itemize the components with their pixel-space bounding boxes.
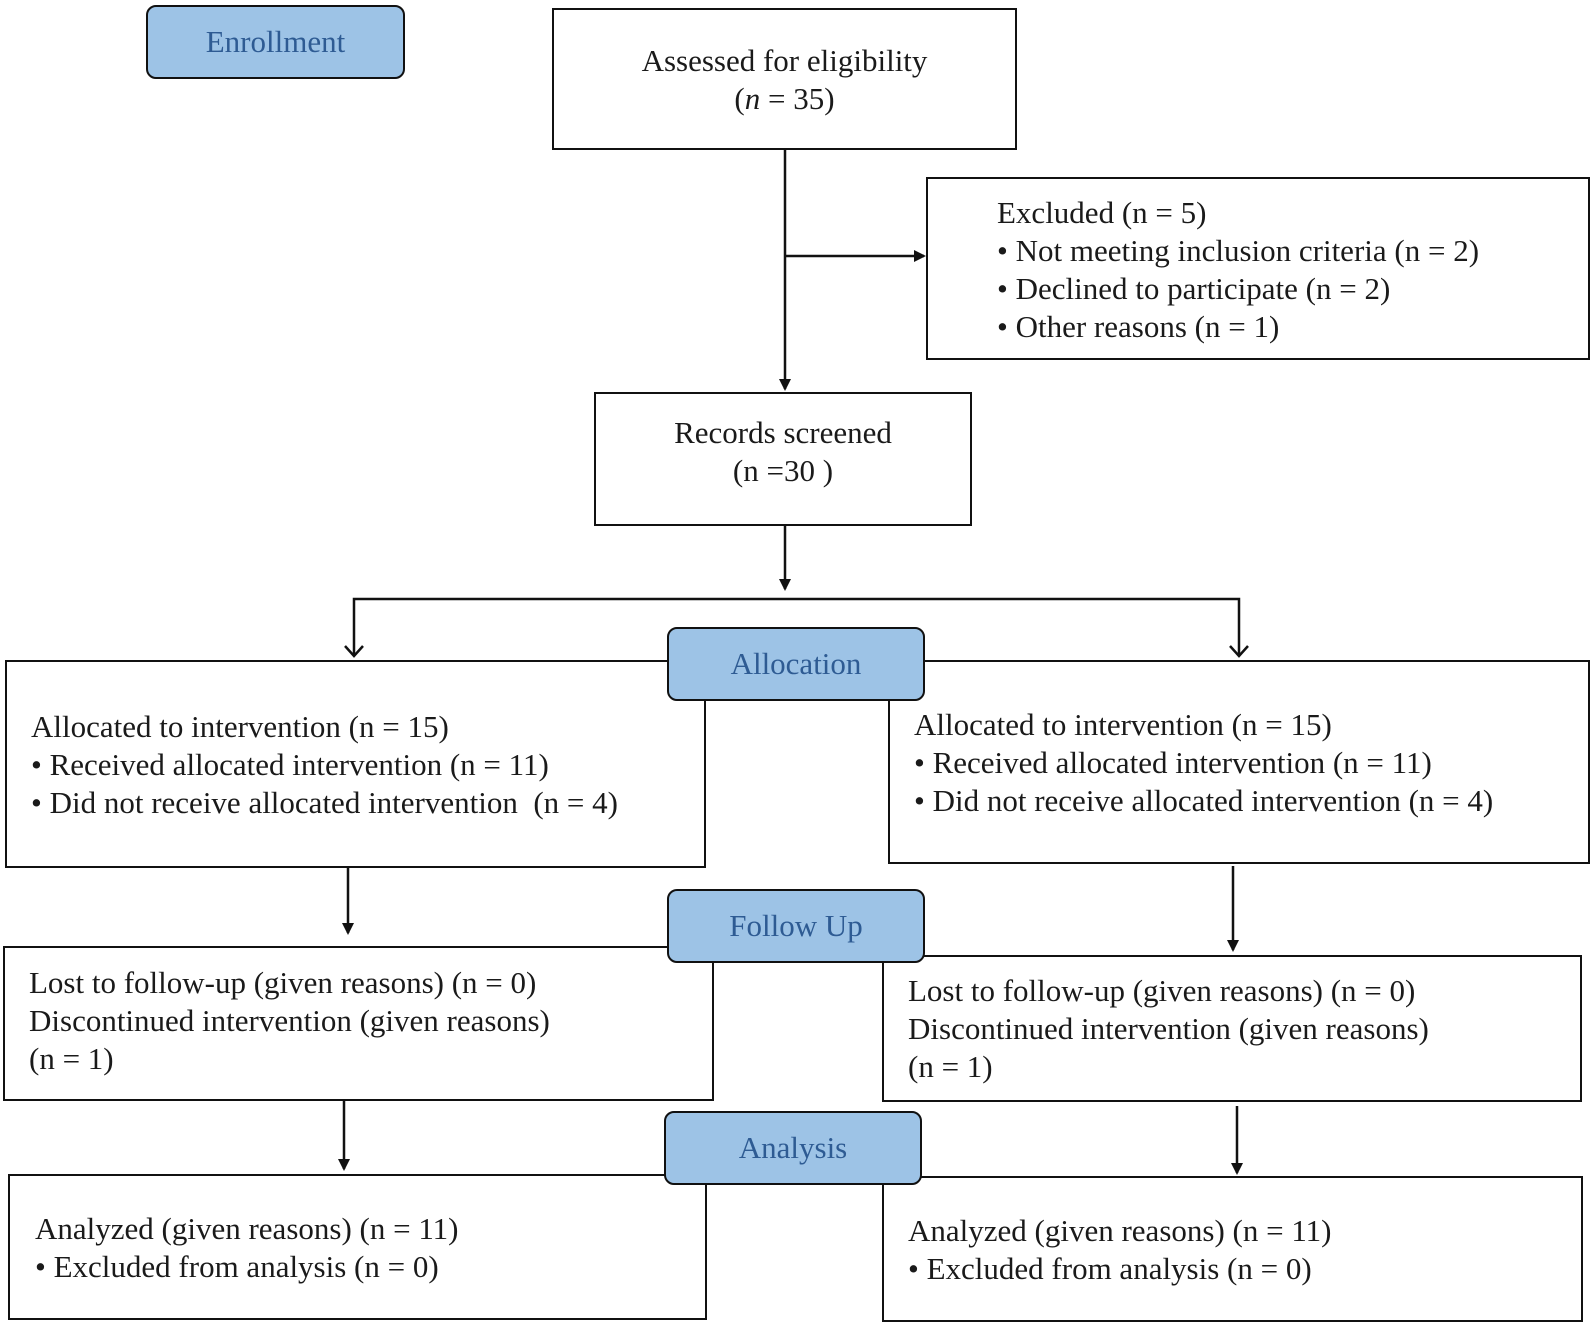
- assessed-n-value: = 35): [760, 81, 835, 116]
- stage-follow-up: Follow Up: [667, 889, 925, 963]
- left-followup-box: Lost to follow-up (given reasons) (n = 0…: [3, 946, 714, 1101]
- assessed-title: Assessed for eligibility: [641, 43, 928, 78]
- allocation-split-right: [785, 597, 1249, 658]
- excluded-box: Excluded (n = 5) • Not meeting inclusion…: [926, 177, 1590, 360]
- left-followup-line: Discontinued intervention (given reasons…: [29, 1003, 550, 1038]
- excluded-item: • Not meeting inclusion criteria (n = 2): [997, 233, 1480, 268]
- assessed-n-symbol: n: [744, 81, 761, 116]
- left-allocated-title: Allocated to intervention (n = 15): [31, 709, 449, 744]
- screened-title: Records screened: [674, 415, 892, 450]
- right-allocated-item: • Received allocated intervention (n = 1…: [914, 745, 1432, 780]
- assessed-box: Assessed for eligibility (n = 35): [552, 8, 1017, 150]
- left-analysis-box: Analyzed (given reasons) (n = 11) • Excl…: [8, 1174, 707, 1320]
- left-analysis-title: Analyzed (given reasons) (n = 11): [35, 1211, 459, 1246]
- allocation-split-left: [344, 597, 785, 658]
- stage-allocation: Allocation: [667, 627, 925, 701]
- assessed-count: (n = 35): [554, 80, 1015, 118]
- left-analysis-item: • Excluded from analysis (n = 0): [35, 1249, 439, 1284]
- left-allocated-item: • Did not receive allocated intervention…: [31, 785, 618, 820]
- stage-analysis: Analysis: [664, 1111, 922, 1185]
- right-analysis-item: • Excluded from analysis (n = 0): [908, 1251, 1312, 1286]
- stage-enrollment: Enrollment: [146, 5, 405, 79]
- right-analysis-box: Analyzed (given reasons) (n = 11) • Excl…: [882, 1176, 1583, 1322]
- right-analysis-title: Analyzed (given reasons) (n = 11): [908, 1213, 1332, 1248]
- left-followup-line: (n = 1): [29, 1041, 114, 1076]
- left-allocated-box: Allocated to intervention (n = 15) • Rec…: [5, 660, 706, 868]
- right-followup-line: Discontinued intervention (given reasons…: [908, 1011, 1429, 1046]
- right-followup-box: Lost to follow-up (given reasons) (n = 0…: [882, 955, 1582, 1102]
- right-followup-line: Lost to follow-up (given reasons) (n = 0…: [908, 973, 1416, 1008]
- right-followup-line: (n = 1): [908, 1049, 993, 1084]
- assessed-open-paren: (: [734, 81, 745, 116]
- right-allocated-box: Allocated to intervention (n = 15) • Rec…: [888, 660, 1590, 864]
- left-followup-line: Lost to follow-up (given reasons) (n = 0…: [29, 965, 537, 1000]
- right-allocated-item: • Did not receive allocated intervention…: [914, 783, 1494, 818]
- right-allocated-title: Allocated to intervention (n = 15): [914, 707, 1332, 742]
- excluded-title: Excluded (n = 5): [997, 195, 1207, 230]
- excluded-item: • Declined to participate (n = 2): [997, 271, 1391, 306]
- screened-box: Records screened (n =30 ): [594, 392, 972, 526]
- screened-count: (n =30 ): [732, 453, 834, 488]
- excluded-item: • Other reasons (n = 1): [997, 309, 1280, 344]
- left-allocated-item: • Received allocated intervention (n = 1…: [31, 747, 549, 782]
